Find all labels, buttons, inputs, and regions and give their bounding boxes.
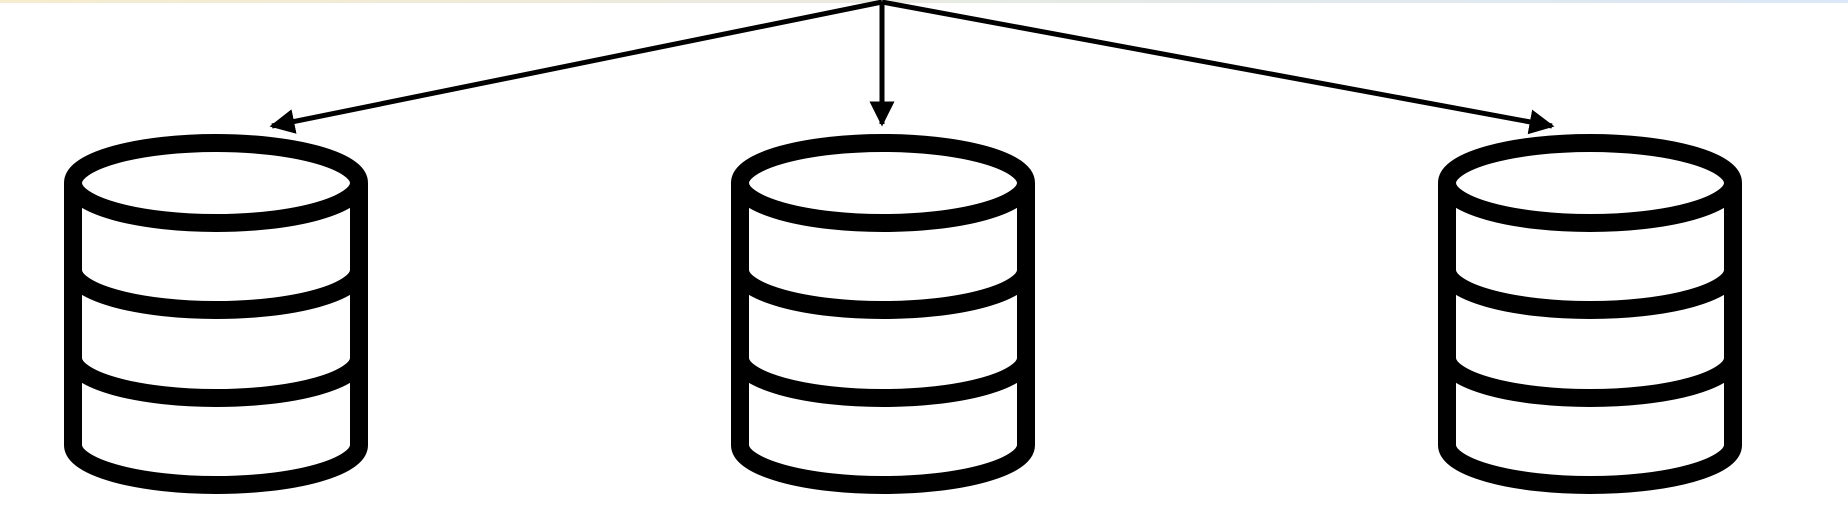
database-ring-1 — [1438, 268, 1742, 319]
arrow-to-db-right — [881, 0, 1555, 135]
database-body — [64, 183, 368, 494]
arrow-to-db-left — [269, 0, 883, 134]
database-ring-1 — [731, 268, 1035, 319]
database-top — [64, 134, 368, 232]
database-icon — [64, 134, 368, 494]
database-ring-2 — [1438, 356, 1742, 407]
database-icon — [731, 134, 1035, 494]
edges — [269, 0, 1555, 135]
database-ring-2 — [64, 356, 368, 407]
database-body — [1438, 183, 1742, 494]
database-top — [731, 134, 1035, 232]
database-icon — [1438, 134, 1742, 494]
database-ring-2 — [731, 356, 1035, 407]
top-edge-strip — [0, 0, 1848, 3]
database-top — [1438, 134, 1742, 232]
database-body — [731, 183, 1035, 494]
database-ring-1 — [64, 268, 368, 319]
